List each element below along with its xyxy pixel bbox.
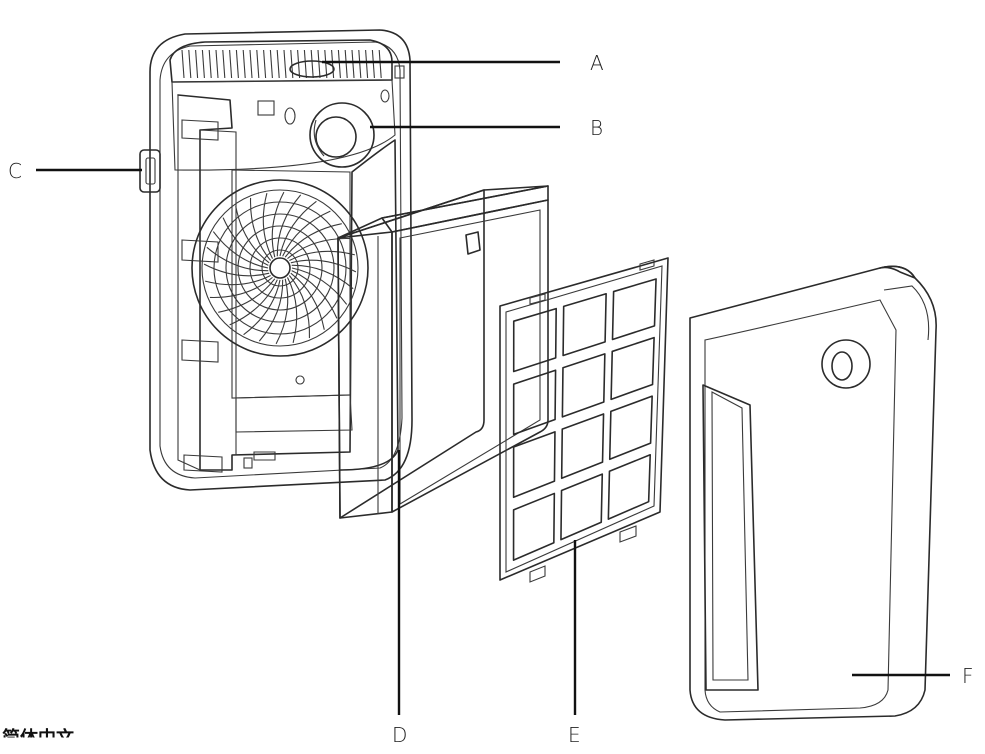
front-cover [689,265,937,721]
purifier-body [139,29,413,491]
language-caption: 简体中文 [2,728,74,749]
fan-guard [191,179,369,357]
hepa-filter [337,185,549,519]
callout-F: F [962,664,974,688]
callout-A: A [590,51,604,75]
pre-filter [499,257,669,583]
callout-D: D [392,723,407,747]
top-grille [169,39,393,83]
callout-E: E [568,723,581,747]
sensor-housing [309,102,375,168]
callout-C: C [8,159,22,183]
leader-lines [36,60,950,715]
top-sensor [289,60,335,78]
callout-B: B [590,116,603,140]
